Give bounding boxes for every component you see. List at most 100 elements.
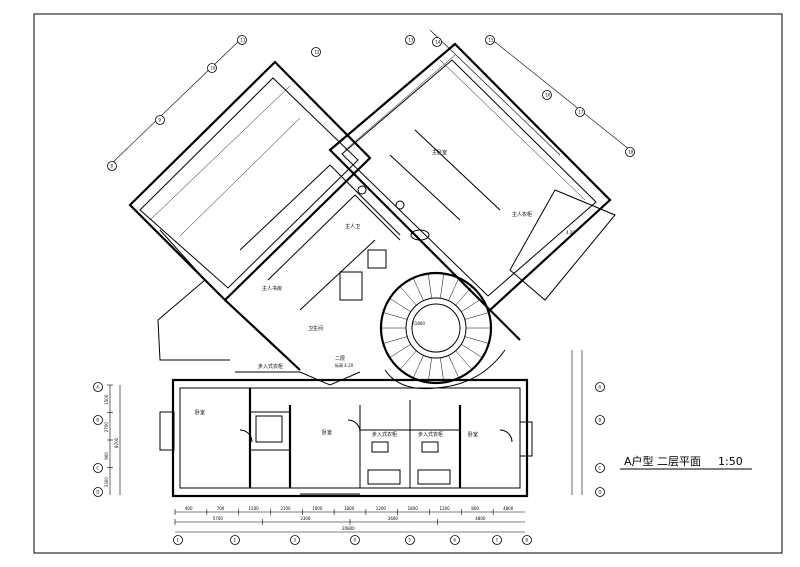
partition-6: [389, 154, 461, 221]
grid-bubble: [405, 35, 415, 45]
grid-bubble: [207, 63, 217, 73]
stair-tread: [440, 357, 445, 383]
partition-5: [329, 164, 401, 236]
dim-value: 1000: [312, 506, 323, 511]
wardrobe-box-2: [367, 249, 387, 269]
dim-value: 1200: [376, 506, 387, 511]
lower-inner-wall: [179, 387, 521, 489]
spiral-stair: [379, 271, 506, 390]
balcony-edge-left: [157, 229, 206, 321]
wall-strip-2: [344, 54, 456, 151]
stair-tread: [412, 277, 424, 301]
grid-label: A: [96, 385, 99, 390]
grid-bubble: [595, 487, 605, 497]
roof-block-left: [128, 60, 372, 302]
stair-tread: [389, 298, 411, 313]
window-left: [159, 411, 175, 451]
partition-2: [267, 194, 356, 281]
balcony-edge-left-2: [157, 319, 230, 361]
dim-value: 3300: [300, 516, 311, 521]
grid-label: 8: [525, 538, 528, 543]
rotated-wing: [128, 42, 616, 371]
stair-tread: [427, 273, 432, 299]
grid-label: 2: [233, 538, 236, 543]
grid-label: 11: [240, 38, 246, 43]
partition-3: [299, 239, 376, 311]
grid-bubble: [595, 463, 605, 473]
room-label-master-bedroom: 主卧室: [432, 149, 447, 156]
dim-value: 2700: [104, 422, 109, 433]
grid-label: 5: [408, 538, 411, 543]
lower-outer-wall: [171, 378, 529, 498]
grid-label: 17: [578, 110, 584, 115]
room-label-master-closet: 主人衣柜: [512, 211, 532, 218]
roof-diagonal: [139, 77, 274, 211]
partition-1: [239, 164, 331, 251]
dim-value: 700: [217, 506, 225, 511]
room-label-master-study: 主人书房: [262, 285, 282, 292]
grid-bubble: [155, 115, 165, 125]
stair-tread: [461, 298, 483, 313]
room-label-closet-right: 步入式衣柜: [418, 431, 443, 438]
drawing-scale: 1:50: [718, 455, 743, 468]
sheet-border: [33, 13, 783, 554]
basin-fixture: [395, 200, 405, 210]
grid-bubble: [492, 535, 502, 545]
grid-bubble: [432, 37, 442, 47]
grid-label: 12: [314, 50, 320, 55]
circle-dim-label: R1800: [412, 321, 425, 326]
grid-bubble: [173, 535, 183, 545]
stair-tread: [412, 355, 424, 379]
level-mark-label: 4.20: [566, 230, 575, 235]
dim-value: 1800: [344, 506, 355, 511]
wall-thick-2: [489, 309, 521, 341]
room-label-master-bath: 主人卫: [345, 223, 360, 230]
window-right: [519, 421, 533, 457]
roof-ridge-2: [179, 117, 301, 237]
dim-total: 8700: [114, 437, 119, 448]
stair-tread: [383, 336, 408, 344]
grid-label: D: [598, 490, 601, 495]
grid-bubble: [450, 535, 460, 545]
grid-label: 10: [210, 66, 216, 71]
dim-value: 4800: [503, 506, 514, 511]
door-swing-1: [239, 429, 253, 443]
grid-bubble: [595, 415, 605, 425]
stair-tread: [464, 336, 489, 344]
room-label-bathroom: 卫生间: [308, 325, 323, 332]
master-inner: [341, 59, 597, 297]
room-label-bedroom-right: 卧室: [468, 431, 478, 438]
stair-tread: [455, 350, 473, 370]
stair-core: [411, 303, 461, 353]
terrace-right: [509, 189, 616, 301]
drawing-title: A户型 二层平面: [624, 454, 701, 468]
room-label-bedroom-mid: 卧室: [322, 429, 332, 436]
dim-value: 1800: [408, 506, 419, 511]
grid-bubble: [311, 47, 321, 57]
dim-value: 2100: [280, 506, 291, 511]
grid-label: C: [598, 466, 601, 471]
grid-label: 16: [545, 93, 551, 98]
door-swing-2: [347, 419, 361, 433]
stair-treads: [381, 273, 491, 383]
stair-tread: [448, 355, 460, 379]
stair-tread: [399, 286, 417, 306]
grid-bubble: [625, 147, 635, 157]
stair-tread: [448, 277, 460, 301]
grid-label: A: [598, 385, 601, 390]
stair-tread: [427, 357, 432, 383]
grid-bubble: [405, 535, 415, 545]
room-label-closet-mid: 步入式衣柜: [372, 431, 397, 438]
partition-7: [414, 129, 501, 211]
vanity-1: [371, 441, 389, 453]
stair-tread: [389, 343, 411, 358]
grid-bubble: [522, 535, 532, 545]
grid-bubble: [575, 107, 585, 117]
dim-value: 5700: [213, 516, 224, 521]
grid-label: 7: [495, 538, 498, 543]
wall-strip-1: [439, 59, 586, 201]
dim-value: 1200: [440, 506, 451, 511]
bathtub-2: [417, 469, 451, 485]
bathtub-fixture: [410, 229, 430, 241]
